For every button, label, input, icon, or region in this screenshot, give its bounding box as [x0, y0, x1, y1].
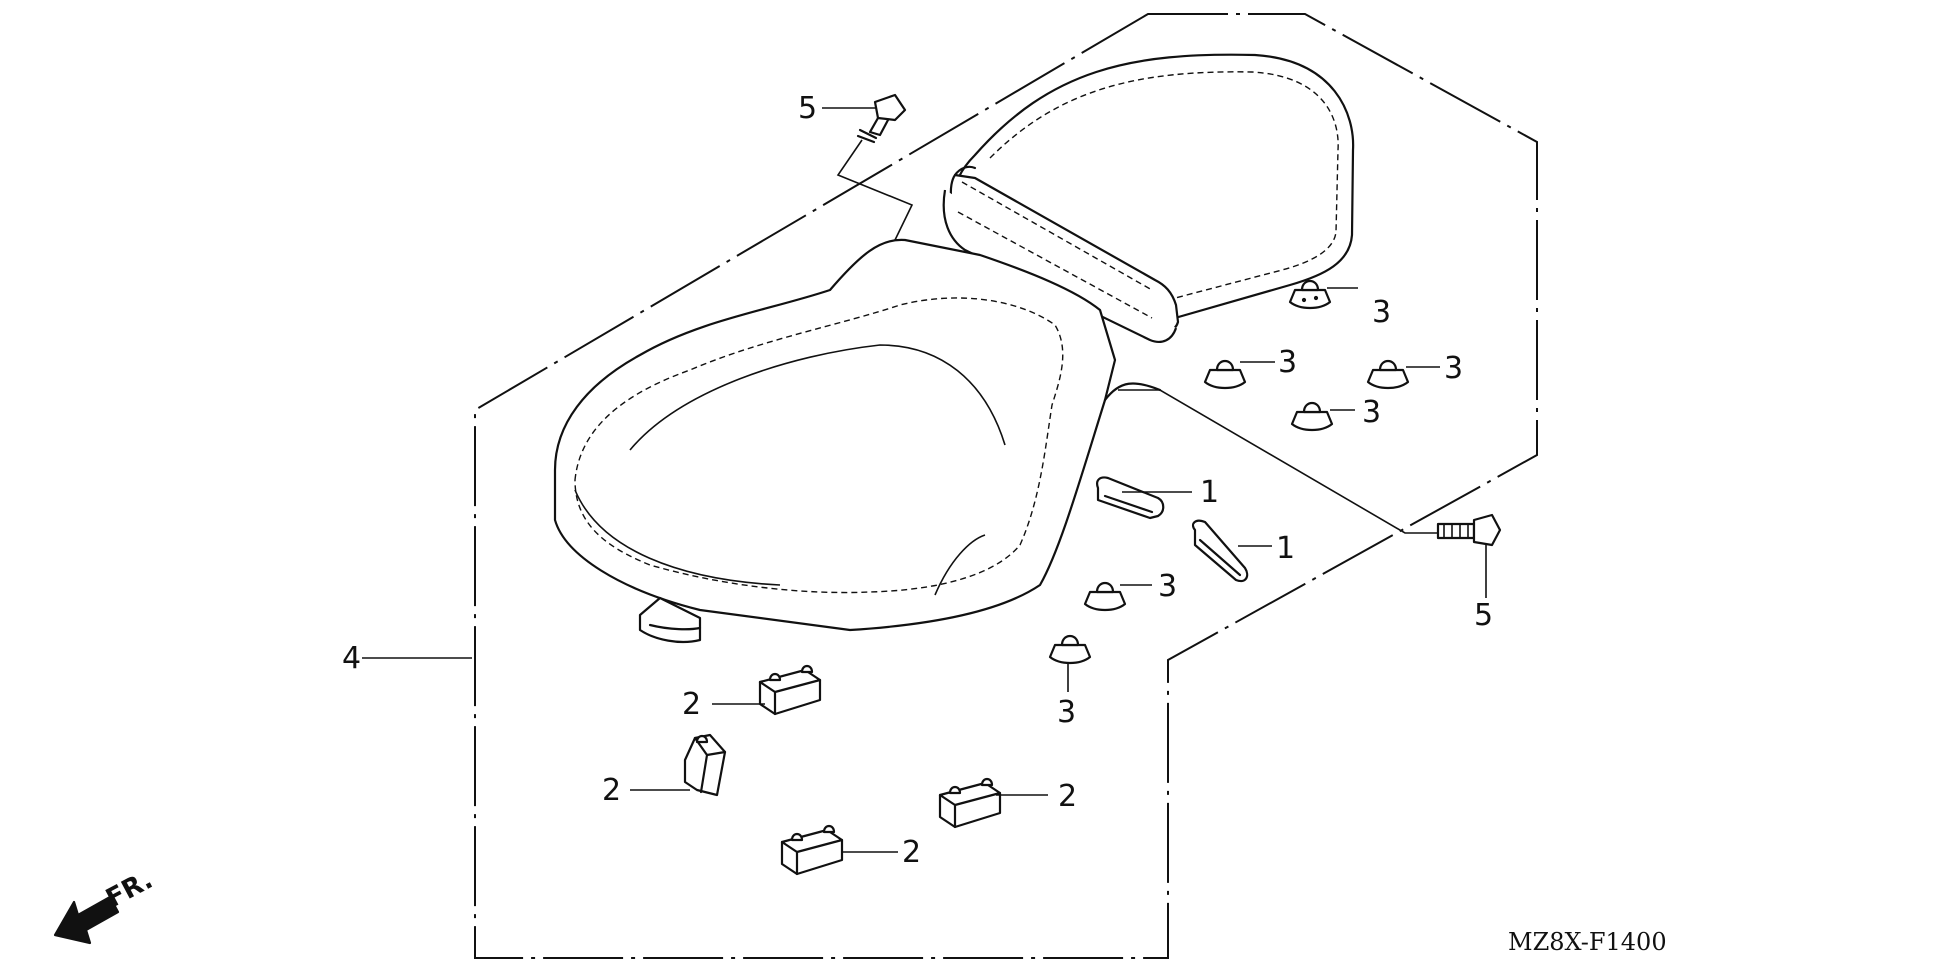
callout-2-b: 2: [602, 773, 621, 808]
figure-code: MZ8X-F1400: [1508, 928, 1667, 956]
callout-1-a: 1: [1200, 475, 1219, 510]
callout-3-e: 3: [1158, 569, 1177, 604]
bolt-top: [856, 93, 907, 144]
callout-4: 4: [342, 641, 361, 676]
callout-2-d: 2: [902, 835, 921, 870]
leader-lines: [362, 107, 1487, 853]
callout-3-c: 3: [1444, 351, 1463, 386]
callout-5-top: 5: [798, 91, 817, 126]
cushion-group: [683, 664, 1002, 876]
assembly-boundary: [474, 13, 1538, 959]
callout-3-d: 3: [1362, 395, 1381, 430]
callout-3-b: 3: [1278, 345, 1297, 380]
seat-assembly: [553, 53, 1355, 644]
callout-labels: 5 3 3 3 3 1 1 3 5 4 3 2 2 2 2: [342, 91, 1493, 870]
callout-2-a: 2: [682, 687, 701, 722]
callout-5-right: 5: [1474, 598, 1493, 633]
strip-group: [1096, 476, 1249, 583]
grommet-group: [1048, 279, 1410, 665]
callout-3-a: 3: [1372, 295, 1391, 330]
callout-2-c: 2: [1058, 779, 1077, 814]
arrow-left-down-icon: [53, 895, 120, 945]
callout-1-b: 1: [1276, 531, 1295, 566]
callout-3-f: 3: [1057, 695, 1076, 730]
front-direction-arrow: FR.: [53, 865, 158, 945]
bolt-right: [1436, 513, 1502, 547]
